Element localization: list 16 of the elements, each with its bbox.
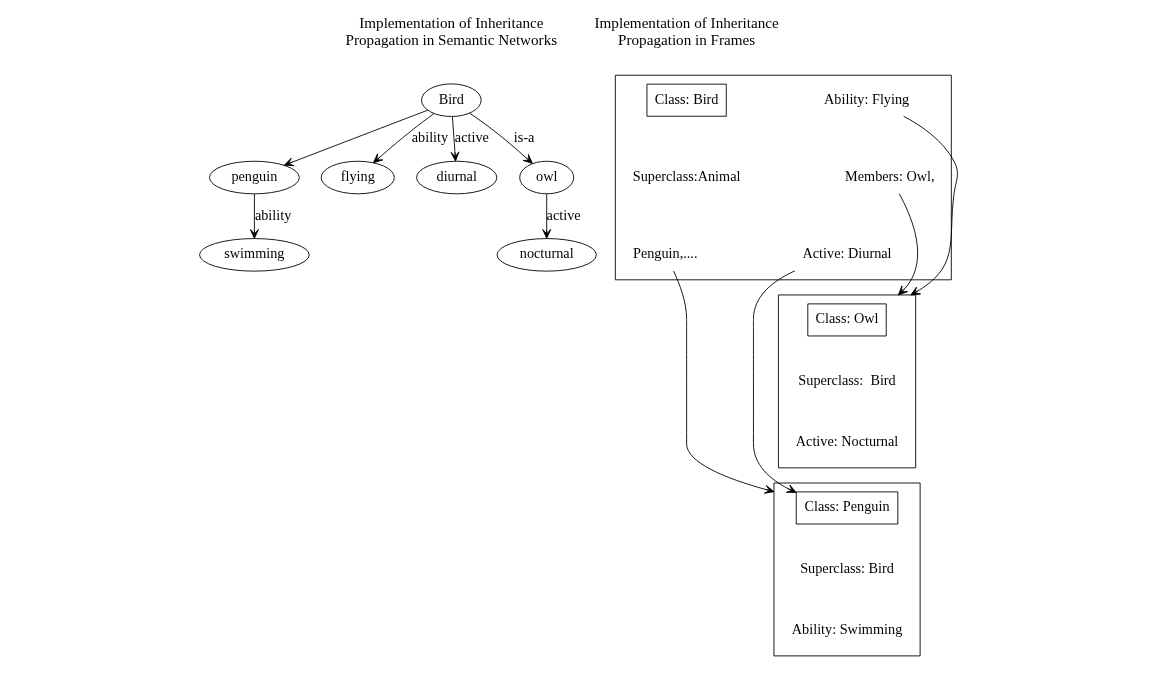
- node-text: Members: Owl,: [844, 167, 935, 184]
- edge-label: active: [546, 206, 581, 223]
- node-text: Superclass:Animal: [632, 167, 740, 184]
- node-text: Superclass: Bird: [797, 371, 896, 388]
- label: Implementation of Inheritance Propagation in Semantic Networks: [345, 13, 557, 48]
- label: Implementation of Inheritance Propagation in Frames: [594, 13, 779, 48]
- node-text: Superclass: Bird: [799, 559, 894, 576]
- edge-label: ability: [254, 206, 291, 223]
- edge-label: is-a: [513, 129, 534, 146]
- edge-label: active: [454, 129, 489, 146]
- node-text: Active: Diurnal: [802, 245, 892, 262]
- node-text: Active: Nocturnal: [795, 433, 898, 450]
- edge-label: ability: [411, 129, 448, 146]
- node-text: Ability: Swimming: [791, 621, 902, 638]
- node-text: Ability: Flying: [823, 90, 909, 107]
- node-text: Penguin,....: [632, 245, 697, 262]
